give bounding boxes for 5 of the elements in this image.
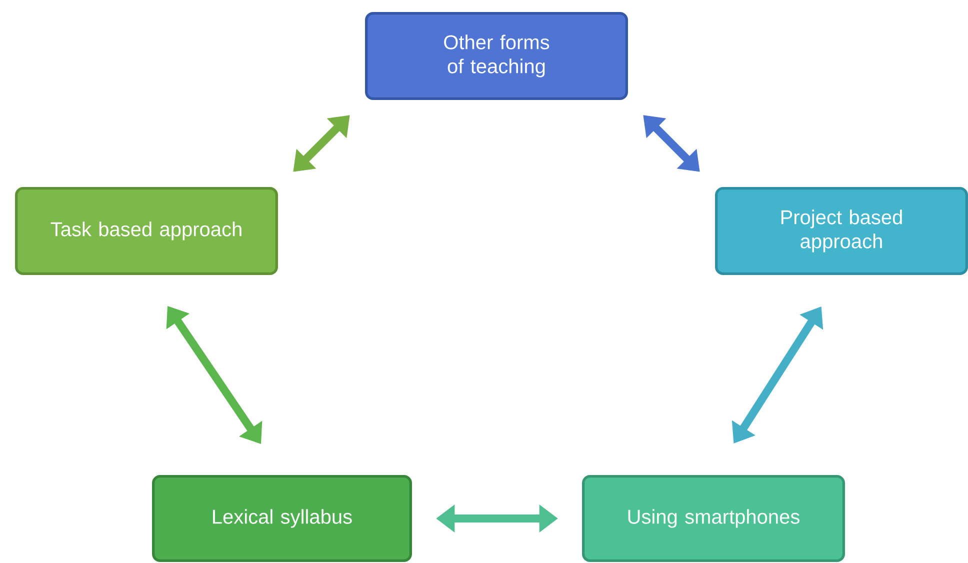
- process-box: Task based approach: [15, 187, 278, 275]
- process-box: Project based approach: [715, 187, 968, 275]
- process-box: Lexical syllabus: [152, 475, 412, 562]
- process-box: Other forms of teaching: [365, 12, 628, 100]
- process-box: Using smartphones: [582, 475, 845, 562]
